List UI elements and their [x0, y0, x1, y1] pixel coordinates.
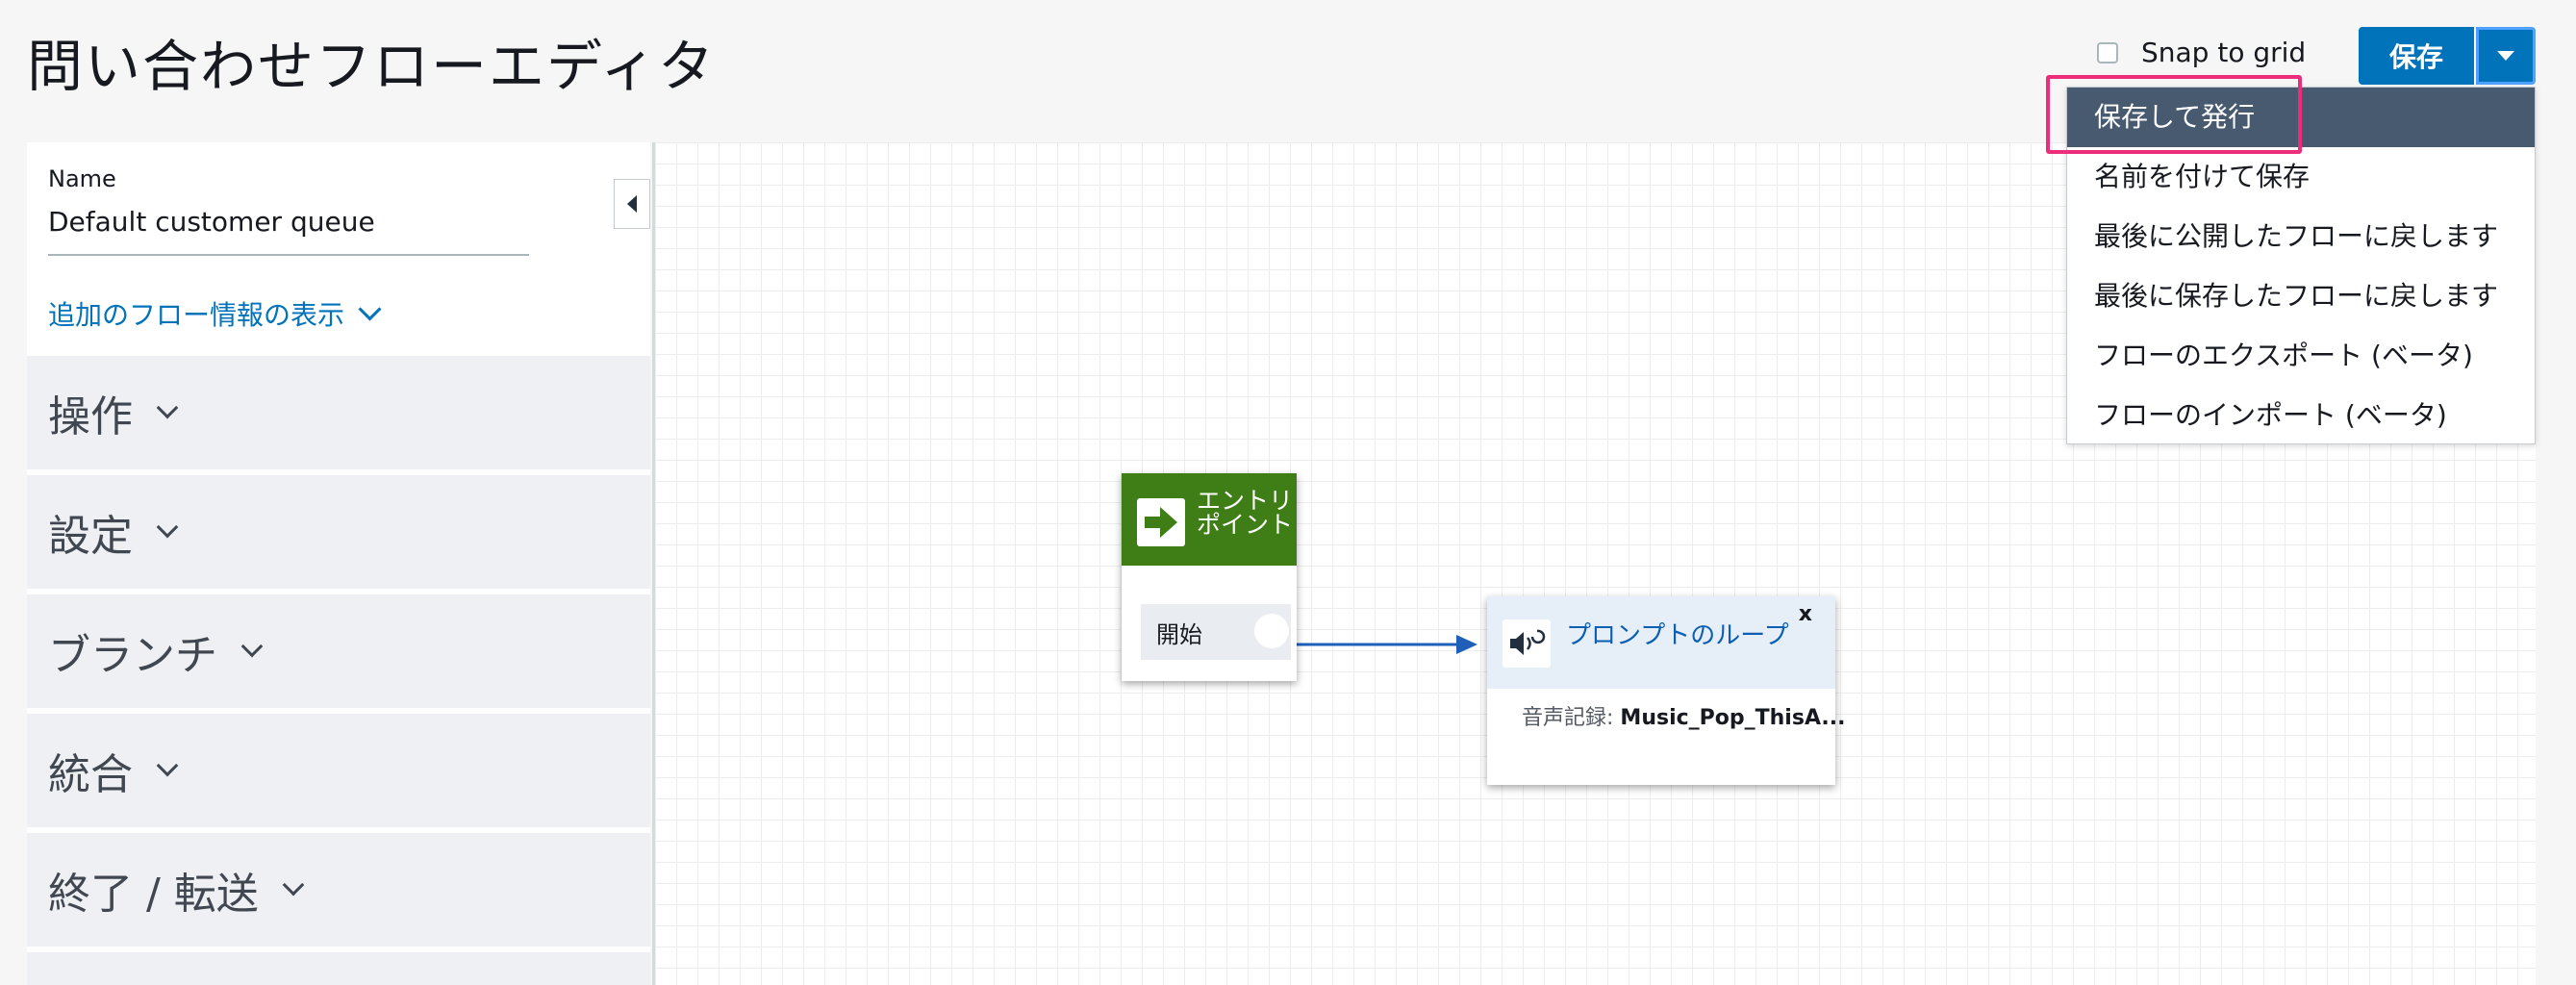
section-label: 設定: [48, 512, 133, 561]
name-underline: [48, 254, 529, 256]
chevron-down-icon: [358, 296, 382, 321]
caret-down-icon: [2497, 51, 2514, 61]
flow-name-field[interactable]: Default customer queue: [48, 206, 375, 238]
menu-item-export-flow[interactable]: フローのエクスポート (ベータ): [2094, 340, 2473, 371]
audio-recording-value: Music_Pop_ThisA...: [1620, 706, 1846, 730]
entry-point-header: エントリポイント: [1122, 473, 1297, 566]
flow-sidebar: Name Default customer queue 追加のフロー情報の表示 …: [27, 142, 650, 985]
entry-start-label: 開始: [1156, 620, 1202, 648]
output-port[interactable]: [1254, 614, 1289, 648]
page-title: 問い合わせフローエディタ: [27, 34, 716, 99]
loop-prompts-title[interactable]: プロンプトのループ: [1566, 621, 1789, 650]
section-label: 操作: [48, 392, 133, 442]
menu-item-import-flow[interactable]: フローのインポート (ベータ): [2094, 399, 2447, 431]
chevron-down-icon: [156, 396, 179, 419]
section-terminate-transfer[interactable]: 終了 / 転送: [27, 833, 650, 947]
chevron-down-icon: [282, 873, 305, 897]
section-branch[interactable]: ブランチ: [27, 594, 650, 708]
entry-point-title: エントリポイント: [1197, 487, 1294, 539]
entry-start-branch: 開始: [1141, 604, 1291, 660]
audio-recording-label: 音声記録:: [1522, 706, 1614, 730]
additional-flow-info-link[interactable]: 追加のフロー情報の表示: [48, 294, 382, 333]
arrow-right-icon: [1137, 498, 1185, 546]
section-label: 統合: [48, 750, 133, 799]
collapse-sidebar-button[interactable]: [614, 179, 650, 229]
caret-left-icon: [627, 195, 637, 213]
section-label: 終了 / 転送: [48, 870, 259, 919]
audio-recording-info: 音声記録: Music_Pop_ThisA...: [1522, 700, 1845, 731]
menu-item-revert-published[interactable]: 最後に公開したフローに戻します: [2094, 220, 2499, 252]
loop-prompts-header: プロンプトのループ x: [1487, 596, 1835, 689]
entry-point-block[interactable]: エントリポイント 開始: [1122, 473, 1297, 681]
additional-flow-info-label: 追加のフロー情報の表示: [48, 299, 345, 331]
snap-to-grid-checkbox[interactable]: [2097, 41, 2118, 63]
section-label: ブランチ: [48, 631, 217, 680]
loop-prompts-block[interactable]: プロンプトのループ x 音声記録: Music_Pop_ThisA...: [1487, 596, 1845, 785]
highlight-annotation: [2046, 75, 2302, 154]
snap-to-grid[interactable]: Snap to grid: [2097, 37, 2306, 68]
save-options-toggle[interactable]: [2476, 27, 2536, 85]
menu-item-save-as[interactable]: 名前を付けて保存: [2094, 161, 2311, 192]
section-integrate[interactable]: 統合: [27, 714, 650, 827]
section-next: [27, 952, 650, 985]
speaker-loop-icon: [1503, 619, 1551, 668]
chevron-down-icon: [240, 635, 264, 658]
close-icon[interactable]: x: [1798, 602, 1812, 626]
section-set[interactable]: 設定: [27, 475, 650, 589]
menu-item-revert-saved[interactable]: 最後に保存したフローに戻します: [2094, 280, 2499, 312]
snap-to-grid-label: Snap to grid: [2141, 37, 2307, 68]
chevron-down-icon: [156, 516, 179, 539]
chevron-down-icon: [156, 754, 179, 777]
name-label: Name: [48, 165, 116, 192]
section-interact[interactable]: 操作: [27, 356, 650, 469]
save-button[interactable]: 保存: [2359, 27, 2474, 85]
